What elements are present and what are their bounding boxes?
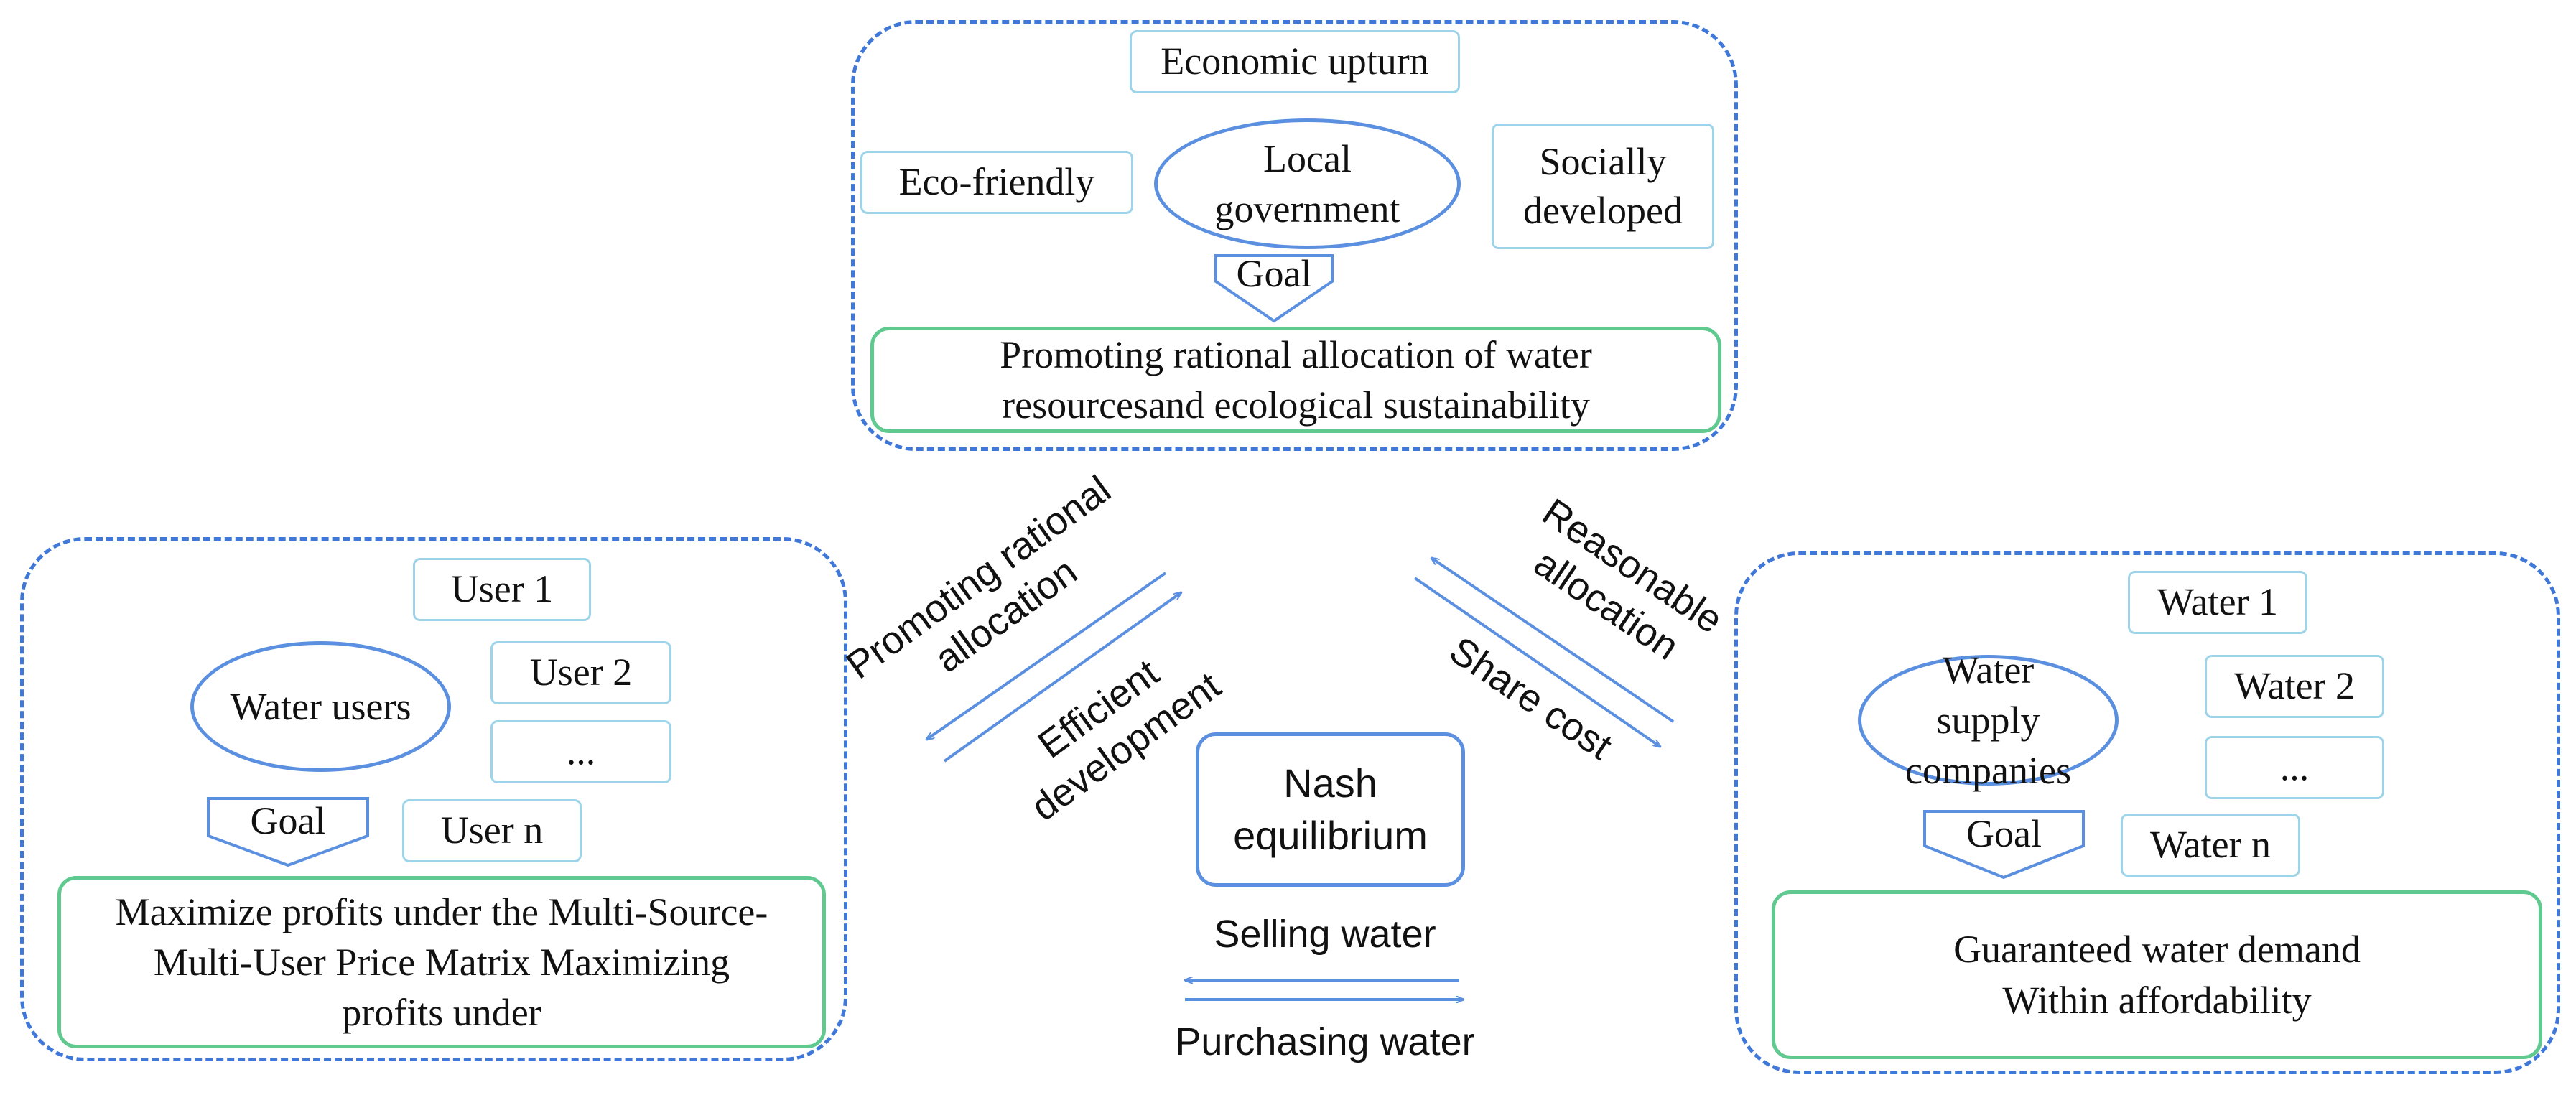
water-2-label: Water 2: [2205, 655, 2384, 718]
water-users-oval: Water users: [190, 641, 451, 772]
water-supply-companies-oval: Water supply companies: [1858, 648, 2119, 792]
goal-arrow-government: [1214, 254, 1334, 323]
suppliers-objective-line1: Guaranteed water demand: [1953, 928, 2361, 971]
government-objective-box: Promoting rational allocation of water r…: [870, 327, 1721, 433]
goal-arrow-users: [207, 797, 369, 867]
goal-arrow-suppliers: [1923, 810, 2085, 880]
suppliers-objective-box: Guaranteed water demand Within affordabi…: [1772, 890, 2542, 1059]
arrow-gov-to-suppliers: [1413, 577, 1660, 747]
eco-friendly-label: Eco-friendly: [860, 151, 1133, 214]
user-n-label: User n: [402, 799, 582, 862]
users-objective-line3: profits under: [342, 991, 541, 1035]
socially-developed-label: Socially developed: [1492, 124, 1714, 249]
arrow-gov-to-users: [926, 572, 1167, 740]
arrow-suppliers-to-gov: [1431, 558, 1675, 723]
nash-equilibrium-box: Nash equilibrium: [1196, 732, 1465, 887]
nash-line1: Nash: [1283, 760, 1377, 806]
economic-upturn-label: Economic upturn: [1130, 30, 1460, 93]
user-2-label: User 2: [490, 641, 671, 704]
goal-label-suppliers: Goal: [1966, 812, 2042, 855]
user-ellipsis-label: ...: [490, 720, 671, 783]
goal-label-government: Goal: [1236, 252, 1312, 295]
selling-water-label: Selling water: [1214, 913, 1436, 956]
government-objective-line2: resourcesand ecological sustainability: [1002, 383, 1590, 427]
users-objective-line2: Multi-User Price Matrix Maximizing: [153, 940, 730, 984]
suppliers-objective-line2: Within affordability: [2002, 978, 2312, 1022]
suppliers-group: [1734, 551, 2560, 1074]
water-1-label: Water 1: [2128, 571, 2307, 634]
goal-label-users: Goal: [250, 799, 326, 842]
users-objective-box: Maximize profits under the Multi-Source-…: [57, 876, 826, 1048]
nash-line2: equilibrium: [1233, 812, 1428, 858]
users-group: [20, 537, 847, 1061]
users-objective-line1: Maximize profits under the Multi-Source-: [115, 890, 768, 933]
water-n-label: Water n: [2121, 814, 2300, 877]
local-government-oval: Local government: [1154, 118, 1461, 249]
water-ellipsis-label: ...: [2205, 736, 2384, 799]
government-objective-line1: Promoting rational allocation of water: [1000, 332, 1592, 376]
government-group: [851, 20, 1738, 451]
user-1-label: User 1: [413, 558, 591, 621]
purchasing-water-label: Purchasing water: [1175, 1020, 1475, 1063]
arrow-users-to-gov: [943, 592, 1181, 763]
